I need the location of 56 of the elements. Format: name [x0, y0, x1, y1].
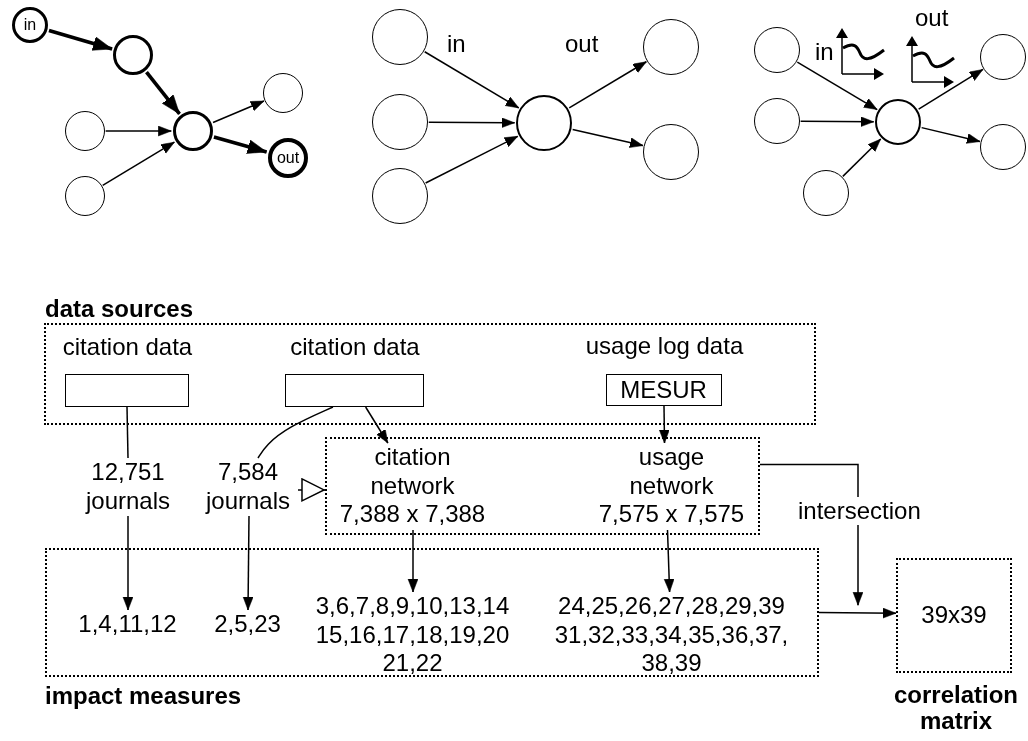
flow-label: in — [447, 30, 466, 58]
node-text: citation network 7,388 x 7,388 — [338, 442, 487, 530]
group-heading: impact measures — [45, 683, 242, 710]
arrow — [101, 141, 176, 187]
arrow — [796, 61, 878, 111]
arrow — [104, 125, 172, 137]
arrow — [759, 463, 864, 606]
arrow — [48, 28, 113, 51]
arrow — [423, 51, 520, 109]
network-node — [875, 99, 921, 145]
arrow — [842, 138, 882, 178]
arrow — [571, 128, 644, 148]
node-text: usage network 7,575 x 7,575 — [596, 442, 747, 530]
arrow — [407, 529, 419, 593]
source-caption: citation data — [61, 332, 194, 361]
flow-label: out — [915, 4, 949, 32]
network-node — [113, 35, 153, 75]
arrow — [122, 515, 134, 611]
group-heading: correlation matrix — [893, 682, 1019, 735]
node-text: 12,751 journals — [78, 458, 178, 516]
arrow — [818, 607, 897, 619]
flow-label: out — [565, 30, 599, 58]
edge-label: intersection — [796, 497, 923, 525]
arrow — [663, 529, 675, 593]
node-label: in — [23, 16, 37, 34]
group-heading: data sources — [45, 296, 194, 323]
arrow — [799, 116, 875, 127]
node-label: out — [276, 149, 300, 167]
arrow — [213, 135, 268, 154]
source-caption: usage log data — [584, 331, 745, 360]
arrow — [145, 70, 181, 116]
group-frame — [325, 437, 760, 535]
node-label: MESUR — [620, 375, 707, 404]
arrow — [659, 405, 670, 444]
network-node — [12, 7, 48, 43]
arrow — [297, 478, 326, 502]
arrow — [424, 135, 519, 184]
arrow — [428, 117, 516, 128]
network-node — [268, 138, 308, 178]
arrow — [364, 406, 389, 444]
node-text: 24,25,26,27,28,29,39 31,32,33,34,35,36,37, 38,39 — [551, 591, 792, 679]
arrow — [568, 61, 648, 109]
network-node — [173, 111, 213, 151]
source-caption: citation data — [289, 332, 421, 361]
arrow — [920, 126, 981, 144]
node-label: 39x39 — [921, 601, 987, 630]
arrow — [917, 68, 984, 110]
node-text: 1,4,11,12 — [77, 609, 178, 640]
node-text: 2,5,23 — [207, 609, 288, 640]
flow-label: in — [815, 38, 834, 66]
node-text: 7,584 journals — [198, 458, 298, 516]
network-node — [516, 95, 572, 151]
arrow — [212, 100, 265, 124]
node-text: 3,6,7,8,9,10,13,14 15,16,17,18,19,20 21,22 — [306, 591, 519, 679]
arrow — [242, 515, 254, 611]
connector-line — [126, 406, 129, 459]
